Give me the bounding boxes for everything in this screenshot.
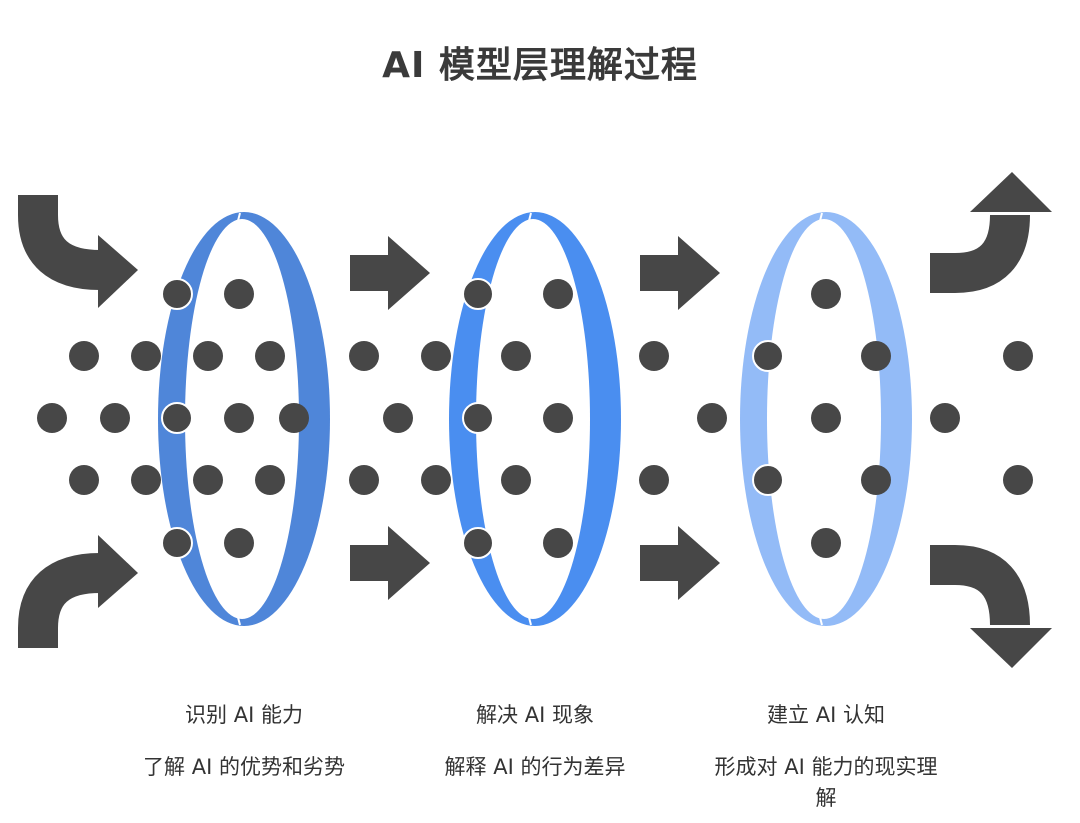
stage-1-desc: 了解 AI 的优势和劣势 bbox=[143, 755, 345, 779]
data-dot bbox=[1003, 465, 1033, 495]
stage-2-desc: 解释 AI 的行为差异 bbox=[444, 755, 626, 779]
lens-3-edge bbox=[793, 212, 823, 626]
curved-arrow-out-bottom-icon bbox=[930, 545, 1030, 626]
lens-2-inner bbox=[476, 219, 590, 619]
data-dot bbox=[421, 465, 451, 495]
data-dot bbox=[861, 341, 891, 371]
right-arrow-icon bbox=[350, 526, 430, 600]
data-dot bbox=[255, 341, 285, 371]
data-dot bbox=[501, 341, 531, 371]
curved-arrow-in-top-icon bbox=[17, 195, 101, 290]
data-dot bbox=[543, 279, 573, 309]
data-dot bbox=[462, 278, 494, 310]
data-dot bbox=[543, 528, 573, 558]
data-dot bbox=[224, 403, 254, 433]
data-dot bbox=[811, 403, 841, 433]
data-dot bbox=[639, 465, 669, 495]
curved-arrow-in-bottom-head bbox=[98, 535, 138, 608]
data-dot bbox=[131, 465, 161, 495]
data-dot bbox=[349, 465, 379, 495]
data-dot bbox=[193, 341, 223, 371]
data-dot bbox=[501, 465, 531, 495]
data-dot bbox=[37, 403, 67, 433]
data-dot bbox=[752, 340, 784, 372]
data-dot bbox=[279, 403, 309, 433]
curved-arrow-out-top-icon bbox=[930, 214, 1030, 293]
stage-2-title: 解决 AI 现象 bbox=[476, 703, 594, 727]
data-dot bbox=[100, 403, 130, 433]
data-dot bbox=[861, 465, 891, 495]
right-arrow-icon bbox=[640, 236, 720, 310]
data-dot bbox=[255, 465, 285, 495]
stage-3-desc: 形成对 AI 能力的现实理解 bbox=[714, 755, 938, 810]
data-dot bbox=[161, 527, 193, 559]
curved-arrow-out-bottom-head bbox=[970, 628, 1052, 668]
diagram-title: AI 模型层理解过程 bbox=[382, 45, 698, 86]
data-dot bbox=[462, 527, 494, 559]
curved-arrow-in-bottom-icon bbox=[17, 553, 101, 648]
data-dot bbox=[224, 279, 254, 309]
lens-1-edge bbox=[211, 212, 241, 626]
data-dot bbox=[462, 402, 494, 434]
data-dot bbox=[131, 341, 161, 371]
right-arrow-icon bbox=[350, 236, 430, 310]
data-dot bbox=[69, 465, 99, 495]
data-dot bbox=[1003, 341, 1033, 371]
data-dot bbox=[697, 403, 727, 433]
data-dot bbox=[161, 278, 193, 310]
data-dot bbox=[421, 341, 451, 371]
data-dot bbox=[161, 402, 193, 434]
curved-arrow-in-top-head bbox=[98, 235, 138, 308]
curved-arrow-out-top-head bbox=[970, 172, 1052, 212]
data-dot bbox=[543, 403, 573, 433]
data-dot bbox=[383, 403, 413, 433]
stage-3-title: 建立 AI 认知 bbox=[767, 703, 885, 727]
right-arrow-icon bbox=[640, 526, 720, 600]
data-dot bbox=[349, 341, 379, 371]
stage-1-title: 识别 AI 能力 bbox=[185, 703, 303, 727]
data-dot bbox=[811, 528, 841, 558]
data-dot bbox=[752, 464, 784, 496]
data-dot bbox=[69, 341, 99, 371]
data-dot bbox=[811, 279, 841, 309]
data-dot bbox=[224, 528, 254, 558]
data-dot bbox=[930, 403, 960, 433]
lens-2-edge bbox=[502, 212, 532, 626]
data-dot bbox=[193, 465, 223, 495]
data-dot bbox=[639, 341, 669, 371]
